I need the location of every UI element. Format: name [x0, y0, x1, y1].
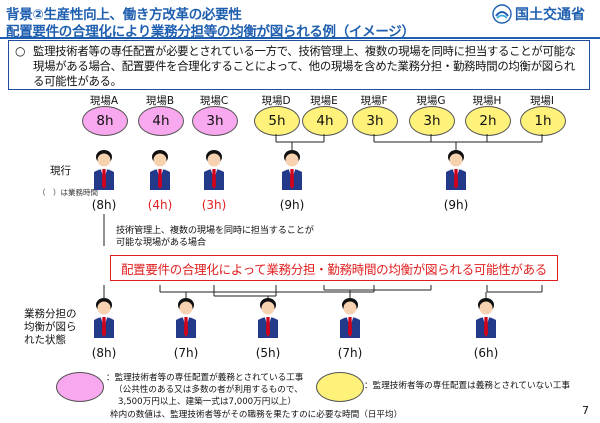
- legend-footer: 枠内の数値は、監理技術者等がその職務を果たすのに必要な時間（日平均）: [110, 410, 403, 420]
- balanced-hours-value: (5h): [255, 346, 281, 360]
- site-hours-oval: 3h: [352, 106, 398, 136]
- current-hours-value: (9h): [443, 198, 469, 212]
- site-label: 現場C: [199, 95, 229, 107]
- site-label: 現場G: [416, 95, 446, 107]
- current-hours-value: (9h): [279, 198, 305, 212]
- legend-pink-oval: [56, 372, 104, 402]
- balanced-hours-value: (7h): [337, 346, 363, 360]
- site-label: 現場B: [145, 95, 175, 107]
- site-hours-oval: 1h: [520, 106, 566, 136]
- site-label: 現場I: [529, 95, 555, 107]
- summary-box: ○ 監理技術者等の専任配置が必要とされている一方で、技術管理上、複数の現場を同時…: [8, 40, 590, 90]
- site-hours-oval: 2h: [465, 106, 511, 136]
- site-hours-oval: 4h: [302, 106, 348, 136]
- site-hours-oval: 5h: [254, 106, 300, 136]
- legend-yellow-text: ：監理技術者等の専任配置は義務とされていない工事: [364, 381, 570, 391]
- engineer-figure-icon: [204, 150, 224, 190]
- highlight-box: 配置要件の合理化によって業務分担・勤務時間の均衡が図られる可能性がある: [110, 255, 558, 281]
- site-label: 現場D: [261, 95, 291, 107]
- engineer-figure-icon: [476, 298, 496, 338]
- mlit-logo: 国土交通省: [492, 4, 585, 24]
- site-label: 現場H: [472, 95, 502, 107]
- site-hours-oval: 3h: [409, 106, 455, 136]
- engineer-figure-icon: [258, 298, 278, 338]
- engineer-figure-icon: [176, 298, 196, 338]
- engineer-figure-icon: [94, 298, 114, 338]
- current-hours-value: (3h): [201, 198, 227, 212]
- balanced-hours-value: (7h): [173, 346, 199, 360]
- page-title-line1: 背景②生産性向上、働き方改革の必要性: [6, 7, 242, 23]
- legend-pink-text-1: ：監理技術者等の専任配置が義務とされている工事: [106, 373, 304, 383]
- summary-bullet: ○: [15, 44, 26, 58]
- site-hours-oval: 8h: [82, 106, 128, 136]
- engineer-figure-icon: [150, 150, 170, 190]
- hours-note: （ ）は業務時間: [38, 188, 98, 197]
- site-hours-oval: 4h: [138, 106, 184, 136]
- header-rule: [0, 37, 600, 39]
- page-number: 7: [582, 404, 589, 417]
- legend-pink-text-3: 3,500万円以上、建築一式は7,000万円以上）: [118, 397, 297, 407]
- summary-text: 監理技術者等の専任配置が必要とされている一方で、技術管理上、複数の現場を同時に担…: [33, 44, 576, 88]
- engineer-figure-icon: [282, 150, 302, 190]
- page-title-line2: 配置要件の合理化により業務分担等の均衡が図られる例（イメージ）: [6, 24, 415, 40]
- engineer-figure-icon: [446, 150, 466, 190]
- engineer-figure-icon: [340, 298, 360, 338]
- engineer-figure-icon: [94, 150, 114, 190]
- current-hours-value: (8h): [91, 198, 117, 212]
- site-hours-oval: 3h: [192, 106, 238, 136]
- mlit-logo-icon: [492, 4, 512, 24]
- site-label: 現場F: [360, 95, 388, 107]
- legend-yellow-oval: [316, 372, 364, 402]
- balanced-hours-value: (8h): [91, 346, 117, 360]
- legend-pink-text-2: （公共性のある又は多数の者が利用するもので、: [114, 385, 303, 395]
- middle-note: 技術管理上、複数の現場を同時に担当することが可能な現場がある場合: [116, 225, 314, 248]
- current-label: 現行: [50, 165, 71, 177]
- balanced-label: 業務分担の均衡が図られた状態: [24, 308, 77, 346]
- current-hours-value: (4h): [147, 198, 173, 212]
- logo-text: 国土交通省: [515, 7, 585, 23]
- site-label: 現場E: [310, 95, 338, 107]
- balanced-hours-value: (6h): [473, 346, 499, 360]
- site-label: 現場A: [89, 95, 119, 107]
